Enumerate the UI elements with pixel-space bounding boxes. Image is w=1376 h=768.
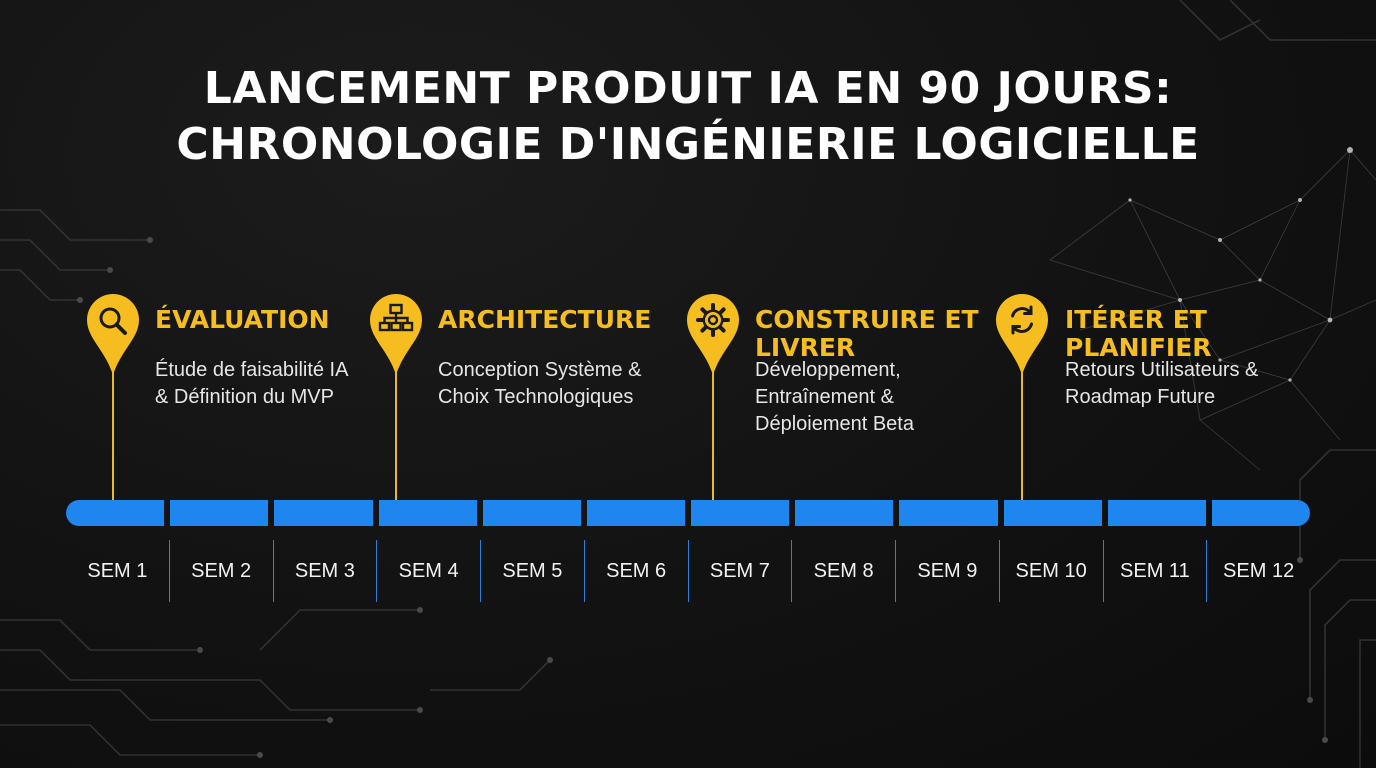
- milestone-connector: [1021, 372, 1023, 500]
- timeline-segment: [482, 500, 581, 526]
- timeline-segment: [1211, 500, 1310, 526]
- week-label: SEM 2: [168, 540, 273, 602]
- timeline-bar: [66, 500, 1310, 526]
- timeline-segment: [586, 500, 686, 526]
- week-label: SEM 10: [998, 540, 1103, 602]
- page-title-line1: LANCEMENT PRODUIT IA EN 90 JOURS:: [203, 63, 1173, 114]
- timeline-segment: [899, 500, 998, 526]
- milestone-description: Conception Système & Choix Technologique…: [438, 359, 642, 408]
- milestone-connector: [712, 372, 714, 500]
- refresh-icon: [1011, 305, 1033, 335]
- week-label: SEM 11: [1102, 540, 1207, 602]
- timeline-segment: [795, 500, 894, 526]
- milestone-description: Développement, Entraînement & Déploiemen…: [755, 359, 914, 435]
- magnifier-icon: [99, 307, 127, 335]
- week-labels: SEM 1 SEM 2 SEM 3 SEM 4 SEM 5 SEM 6 SEM …: [66, 540, 1310, 602]
- week-label: SEM 3: [272, 540, 377, 602]
- week-label: SEM 6: [583, 540, 688, 602]
- page-title-line2: CHRONOLOGIE D'INGÉNIERIE LOGICIELLE: [176, 119, 1200, 170]
- hierarchy-icon: [378, 303, 414, 332]
- week-label: SEM 1: [87, 559, 148, 582]
- timeline-segment: [274, 500, 373, 526]
- week-label: SEM 7: [687, 540, 792, 602]
- timeline-segment: [1107, 500, 1206, 526]
- gear-icon: [696, 303, 730, 337]
- timeline-segment: [691, 500, 790, 526]
- milestone-title: ÉVALUATION: [155, 305, 330, 334]
- week-label: SEM 12: [1206, 540, 1310, 602]
- milestone-connector: [112, 372, 114, 500]
- week-label: SEM 8: [791, 540, 895, 602]
- milestone-pin: [368, 292, 424, 377]
- milestone-connector: [395, 372, 397, 500]
- week-label: SEM 9: [895, 540, 999, 602]
- timeline-segment: [170, 500, 269, 526]
- timeline-segment: [378, 500, 477, 526]
- milestone-description: Étude de faisabilité IA & Définition du …: [155, 359, 348, 408]
- week-label: SEM 4: [376, 540, 480, 602]
- milestone-title: ITÉRER ET PLANIFIER: [1065, 305, 1212, 362]
- milestone-title: ARCHITECTURE: [438, 305, 652, 334]
- timeline-segment: [66, 500, 165, 526]
- milestone-pin: [685, 292, 741, 377]
- milestone-title: CONSTRUIRE ET LIVRER: [755, 305, 979, 362]
- milestone-pin: [994, 292, 1050, 377]
- milestone-pin: [85, 292, 141, 377]
- milestone-description: Retours Utilisateurs & Roadmap Future: [1065, 359, 1259, 408]
- week-label: SEM 5: [480, 540, 584, 602]
- timeline-segment: [1003, 500, 1102, 526]
